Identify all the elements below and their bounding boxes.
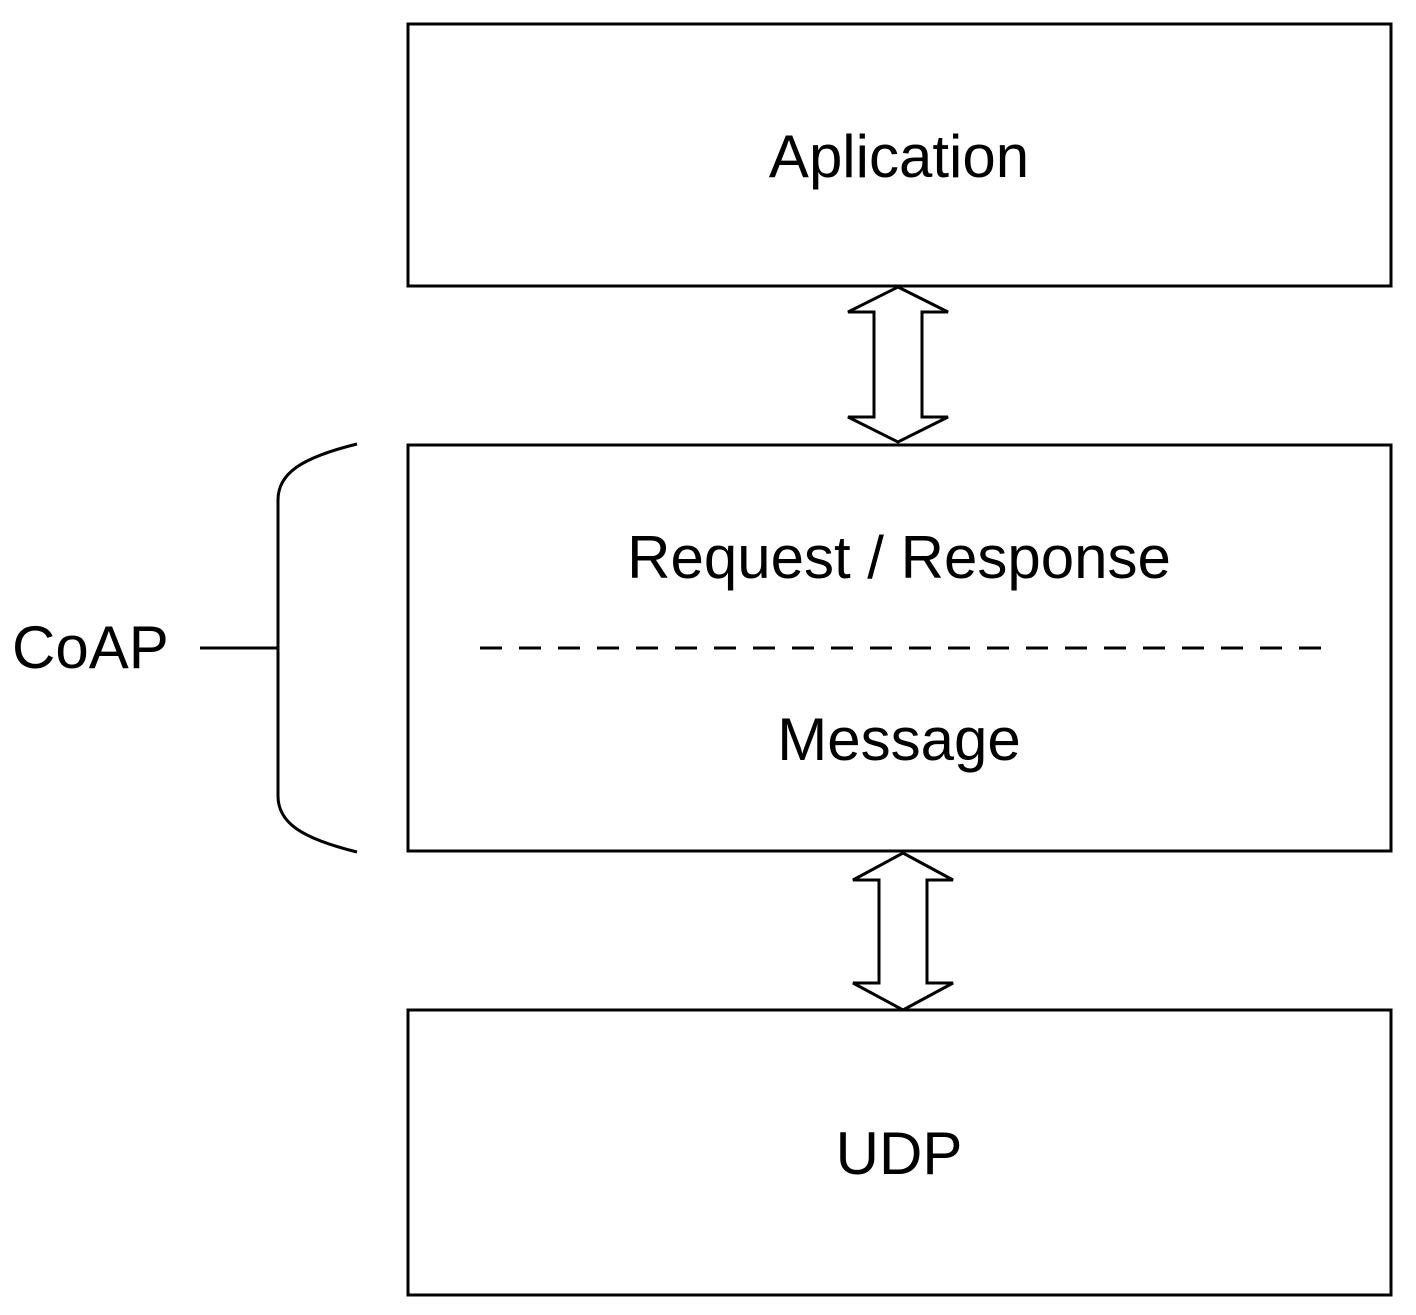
coap-brace bbox=[276, 442, 358, 854]
double-arrow-coap-udp bbox=[852, 851, 954, 1012]
coap-label: CoAP bbox=[12, 614, 169, 681]
udp-layer: UDP bbox=[406, 1008, 1393, 1297]
message-label: Message bbox=[777, 706, 1020, 773]
coap-brace-group: CoAP bbox=[12, 442, 358, 854]
coap-box bbox=[406, 443, 1393, 853]
application-label: Aplication bbox=[769, 123, 1029, 190]
udp-box bbox=[406, 1008, 1393, 1297]
application-box bbox=[406, 22, 1393, 288]
double-arrow-application-coap bbox=[847, 285, 949, 444]
request-response-label: Request / Response bbox=[627, 524, 1171, 591]
udp-label: UDP bbox=[836, 1120, 963, 1187]
coap-layer: Request / Response Message bbox=[406, 443, 1393, 853]
application-layer: Aplication bbox=[406, 22, 1393, 288]
